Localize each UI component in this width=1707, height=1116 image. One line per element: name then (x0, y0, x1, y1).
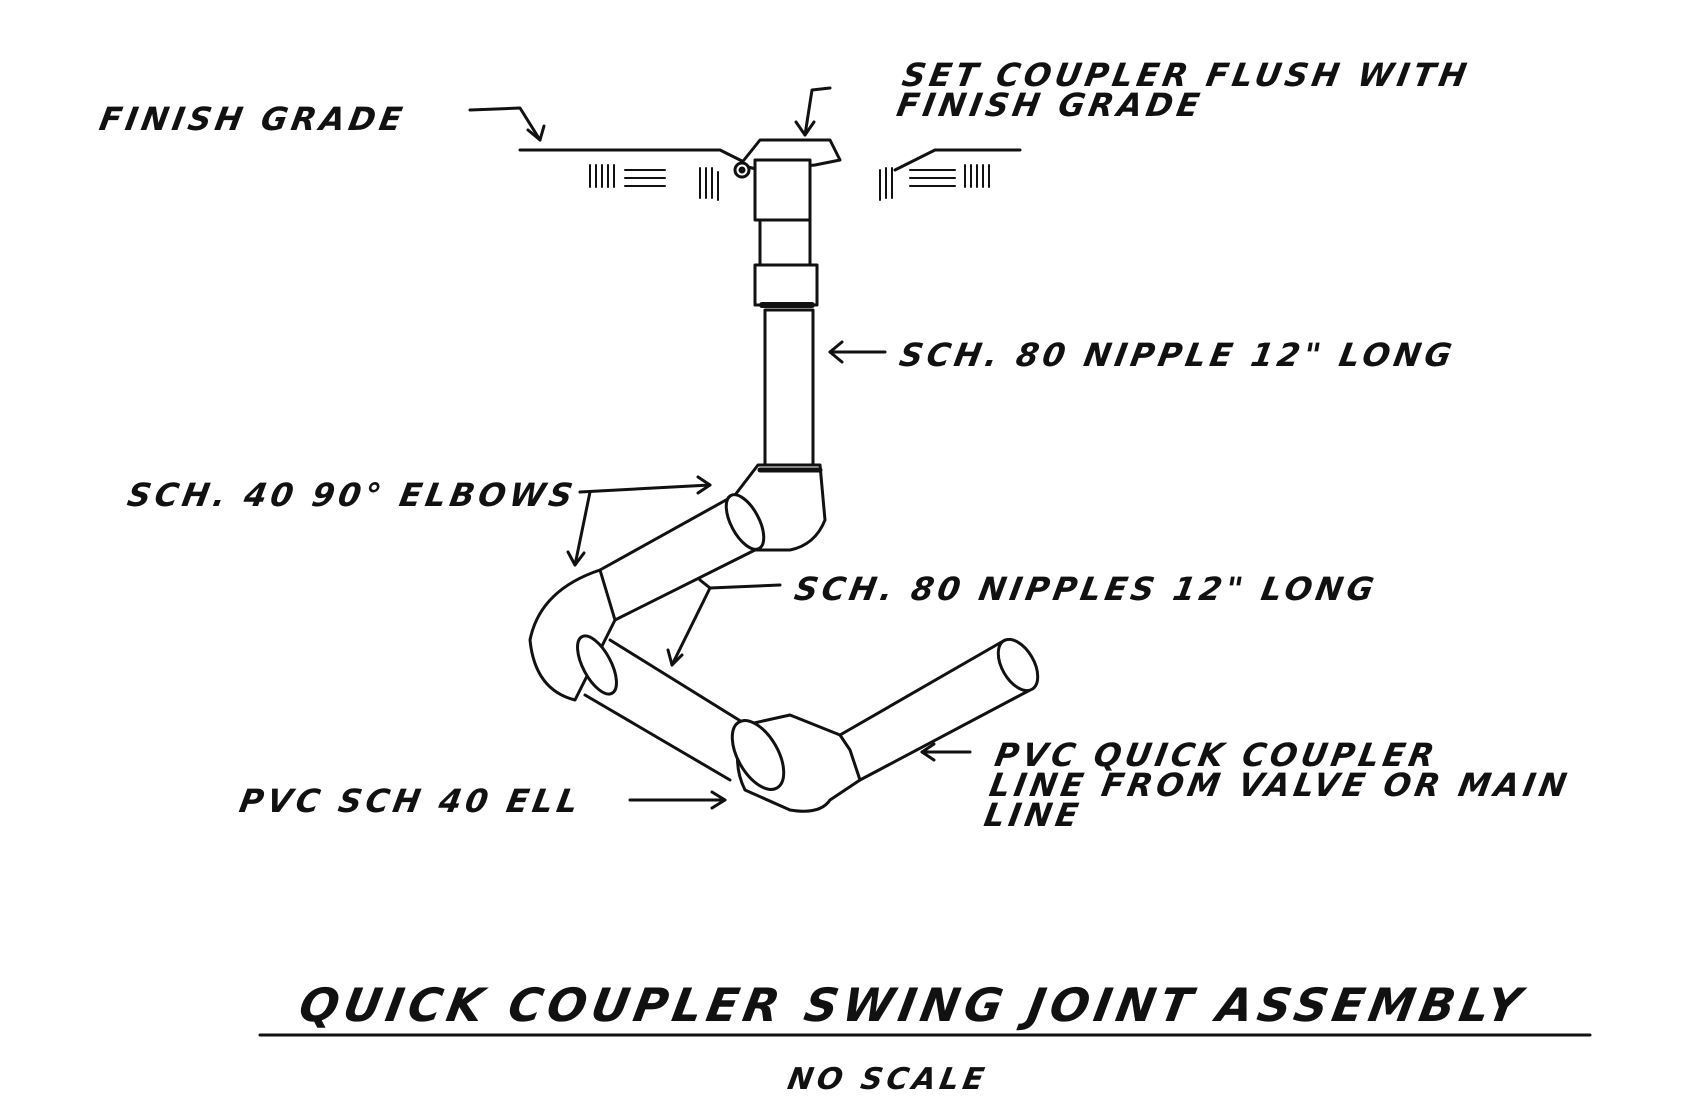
vertical-nipple (763, 308, 815, 477)
coupler-body (753, 158, 812, 222)
sch40-elbows-label: SCH. 40 90° ELBOWS (124, 476, 580, 514)
lower-diagonal-nipple (583, 638, 757, 782)
scale-note: NO SCALE (784, 1062, 991, 1097)
main-line-pipe (838, 638, 1032, 782)
drawing-title: QUICK COUPLER SWING JOINT ASSEMBLY (295, 978, 1531, 1032)
pvc-line3: LINE (981, 796, 1085, 834)
soil-hatching (589, 164, 990, 201)
pvc-coupler-line-note: PVC QUICK COUPLER LINE FROM VALVE OR MAI… (981, 736, 1578, 834)
finish-grade-label: FINISH GRADE (96, 100, 409, 138)
upper-diagonal-nipple (598, 493, 757, 622)
lower-left-elbow (528, 568, 617, 702)
sch80-nipple-label: SCH. 80 NIPPLE 12" LONG (896, 336, 1459, 374)
leader-arrows (468, 86, 972, 810)
set-coupler-line2: FINISH GRADE (894, 86, 1207, 124)
set-coupler-note: SET COUPLER FLUSH WITH FINISH GRADE (894, 56, 1473, 124)
pvc-ell-label: PVC SCH 40 ELL (236, 782, 585, 820)
sch80-nipples-label: SCH. 80 NIPPLES 12" LONG (791, 570, 1381, 608)
